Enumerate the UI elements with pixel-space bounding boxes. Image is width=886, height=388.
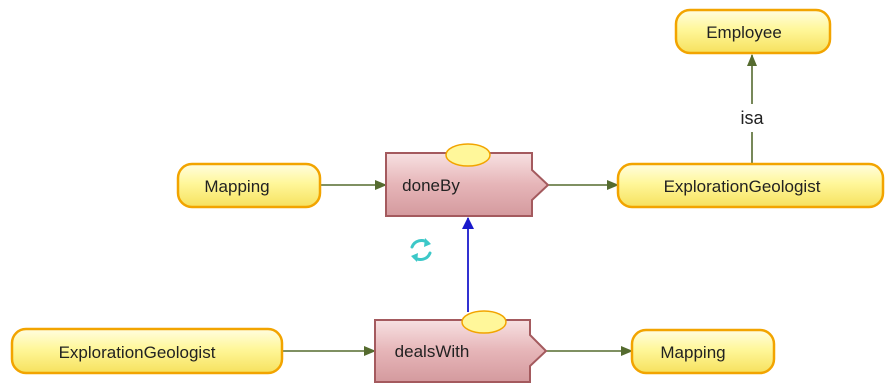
relation-handle[interactable] [461,310,507,334]
relation-label: dealsWith [395,342,470,361]
relation-node-doneby[interactable]: doneBy [385,143,550,217]
concept-label: Mapping [204,177,269,196]
concept-node-exploration-geologist[interactable]: ExplorationGeologist [616,162,885,209]
relation-handle[interactable] [445,143,491,167]
refresh-icon[interactable] [410,238,432,262]
concept-label: Employee [706,23,782,42]
relation-node-dealswith[interactable]: dealsWith [374,310,548,383]
edges [282,54,757,356]
concept-label: ExplorationGeologist [664,177,821,196]
concept-node-exploration-geologist[interactable]: ExplorationGeologist [10,327,284,375]
relation-label: doneBy [402,176,460,195]
concept-node-mapping[interactable]: Mapping [176,162,322,209]
concept-node-employee[interactable]: Employee [674,8,832,55]
concept-node-mapping[interactable]: Mapping [630,328,776,375]
edge-label-isa: isa [740,108,764,128]
concept-label: ExplorationGeologist [59,343,216,362]
concept-label: Mapping [660,343,725,362]
